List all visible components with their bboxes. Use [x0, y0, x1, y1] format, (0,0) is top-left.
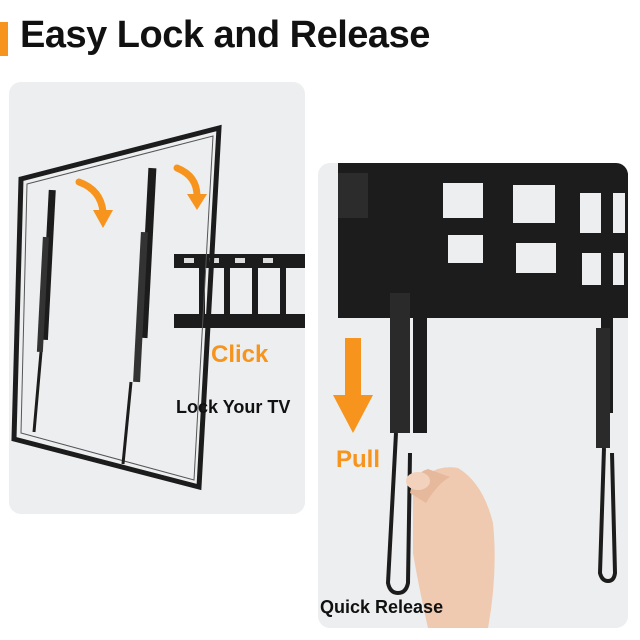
curved-arrow-icon [75, 178, 107, 216]
pull-caption: Pull [336, 446, 381, 473]
release-cord-right [597, 447, 618, 584]
tv-mount-lock-illustration [11, 124, 305, 491]
down-arrow-icon [333, 338, 373, 433]
quick-release-caption: Quick Release [320, 597, 444, 617]
curved-arrow-icon [173, 164, 201, 200]
lock-tv-caption: Lock Your TV [176, 397, 291, 417]
release-cord-left [385, 432, 412, 596]
right-bracket [596, 163, 613, 448]
title-accent-bar [0, 22, 8, 56]
tv-frame [11, 124, 222, 491]
lock-scene-panel [9, 82, 305, 514]
right-bracket [121, 167, 157, 465]
hand-illustration [406, 467, 495, 628]
release-scene-panel [318, 163, 628, 628]
click-caption: Click [211, 341, 269, 368]
left-bracket [32, 189, 56, 433]
left-bracket [390, 163, 427, 433]
wall-plate [338, 163, 628, 318]
tv-mount-release-illustration [333, 163, 628, 628]
page-title: Easy Lock and Release [20, 14, 430, 56]
wall-plate [174, 254, 305, 328]
